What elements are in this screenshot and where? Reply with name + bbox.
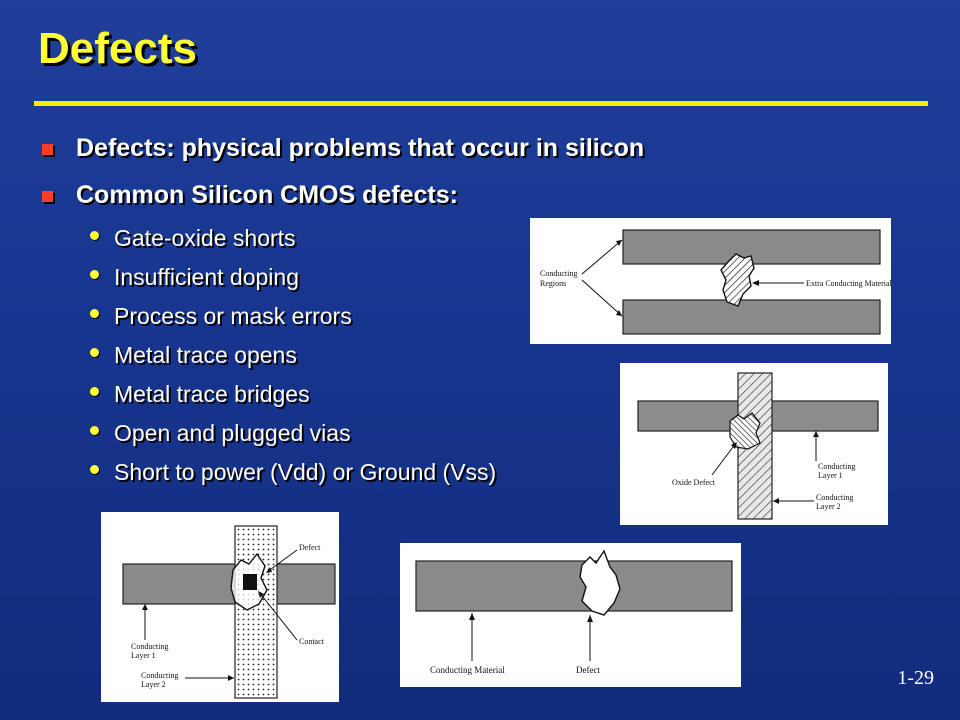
label-conducting-regions-1: Conducting: [540, 269, 577, 278]
conducting-material-bar: [415, 560, 733, 612]
label-layer2-line2: Layer 2: [816, 502, 841, 511]
dot-bullet-icon: [90, 348, 99, 357]
dot-bullet-icon: [90, 426, 99, 435]
dot-bullet-icon: [90, 231, 99, 240]
contact-square: [243, 574, 257, 590]
sub-bullet-text: Insufficient doping: [114, 264, 299, 290]
sub-bullet-text: Process or mask errors: [114, 303, 352, 329]
sub-bullet-item: Process or mask errors: [88, 303, 496, 342]
dot-bullet-icon: [90, 270, 99, 279]
sub-bullet-item: Open and plugged vias: [88, 420, 496, 459]
square-bullet-icon: [42, 144, 53, 155]
conducting-layer-1: [122, 563, 336, 605]
defect-void: [579, 549, 621, 616]
bullet-item: Common Silicon CMOS defects:: [40, 181, 920, 210]
sub-bullet-text: Metal trace opens: [114, 342, 297, 368]
label-layer1-line2: Layer 1: [818, 471, 843, 480]
label-oxide-defect: Oxide Defect: [672, 478, 716, 487]
figure-material-defect: Conducting Material Defect: [400, 543, 741, 687]
sub-bullet-item: Gate-oxide shorts: [88, 225, 496, 264]
label-defect: Defect: [576, 665, 600, 675]
label-layer1-line2: Layer 1: [131, 651, 156, 660]
dot-bullet-icon: [90, 387, 99, 396]
sub-bullet-list: Gate-oxide shorts Insufficient doping Pr…: [88, 225, 496, 498]
extra-material-blob: [720, 253, 755, 307]
square-bullet-icon: [42, 191, 53, 202]
sub-bullet-item: Metal trace opens: [88, 342, 496, 381]
dot-bullet-icon: [90, 309, 99, 318]
title-underline: [34, 101, 928, 106]
figure-contact-defect: Defect Contact Conducting Layer 1 Conduc…: [101, 512, 339, 702]
label-layer1-line1: Conducting: [131, 642, 168, 651]
sub-bullet-text: Open and plugged vias: [114, 420, 351, 446]
sub-bullet-item: Metal trace bridges: [88, 381, 496, 420]
conducting-region-bottom: [622, 299, 881, 335]
sub-bullet-text: Metal trace bridges: [114, 381, 310, 407]
dot-bullet-icon: [90, 465, 99, 474]
label-layer2-line1: Conducting: [141, 671, 178, 680]
sub-bullet-item: Short to power (Vdd) or Ground (Vss): [88, 459, 496, 498]
label-layer1-line1: Conducting: [818, 462, 855, 471]
label-layer2-line1: Conducting: [816, 493, 853, 502]
sub-bullet-text: Gate-oxide shorts: [114, 225, 296, 251]
figure-oxide-defect: Oxide Defect Conducting Layer 1 Conducti…: [620, 363, 888, 525]
bullet-text: Defects: physical problems that occur in…: [76, 134, 645, 162]
label-conducting-material: Conducting Material: [430, 665, 505, 675]
slide-title: Defects: [38, 24, 197, 73]
slide-number: 1-29: [897, 667, 934, 689]
label-defect: Defect: [299, 543, 321, 552]
label-conducting-regions-2: Regions: [540, 279, 566, 288]
label-contact: Contact: [299, 637, 325, 646]
label-extra-conducting-material: Extra Conducting Material: [806, 279, 891, 288]
label-layer2-line2: Layer 2: [141, 680, 166, 689]
figure-extra-material: Conducting Regions Extra Conducting Mate…: [530, 218, 891, 344]
bullet-text: Common Silicon CMOS defects:: [76, 181, 458, 209]
sub-bullet-item: Insufficient doping: [88, 264, 496, 303]
main-bullet-list: Defects: physical problems that occur in…: [40, 134, 920, 228]
conducting-layer-2: [234, 525, 278, 699]
sub-bullet-text: Short to power (Vdd) or Ground (Vss): [114, 459, 497, 485]
bullet-item: Defects: physical problems that occur in…: [40, 134, 920, 163]
